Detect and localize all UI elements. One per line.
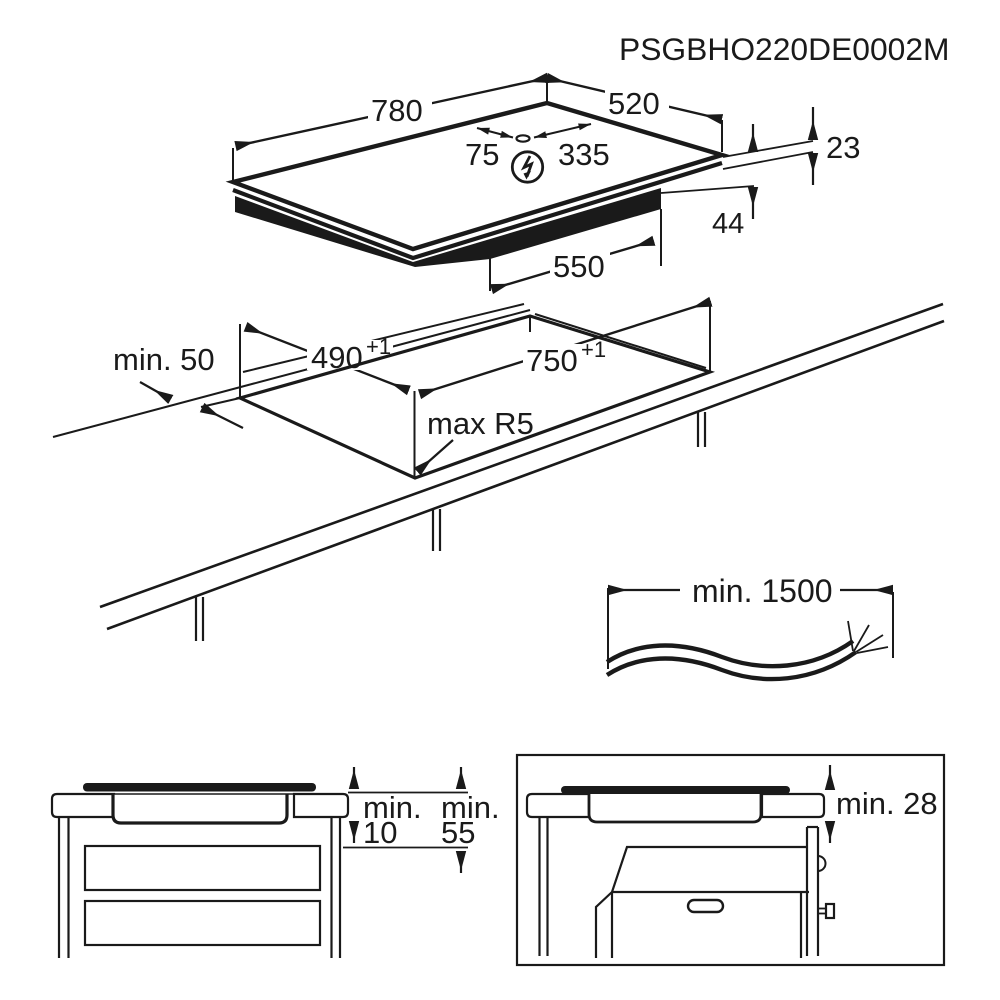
svg-text:max R5: max R5 [427,406,534,441]
svg-text:55: 55 [441,815,475,850]
svg-text:780: 780 [371,93,423,128]
svg-text:10: 10 [363,815,397,850]
svg-text:23: 23 [826,130,860,165]
svg-text:PSGBHO220DE0002M: PSGBHO220DE0002M [619,31,950,67]
svg-text:335: 335 [558,137,610,172]
svg-text:+1: +1 [581,337,606,362]
svg-text:min. 28: min. 28 [836,786,938,821]
svg-text:min.: min. [441,790,500,825]
svg-text:520: 520 [608,86,660,121]
svg-text:min.: min. [363,790,422,825]
svg-text:750: 750 [526,343,578,378]
svg-text:min. 1500: min. 1500 [692,573,833,609]
svg-text:550: 550 [553,249,605,284]
svg-text:75: 75 [465,137,499,172]
svg-text:min. 50: min. 50 [113,342,215,377]
svg-text:44: 44 [712,208,744,240]
